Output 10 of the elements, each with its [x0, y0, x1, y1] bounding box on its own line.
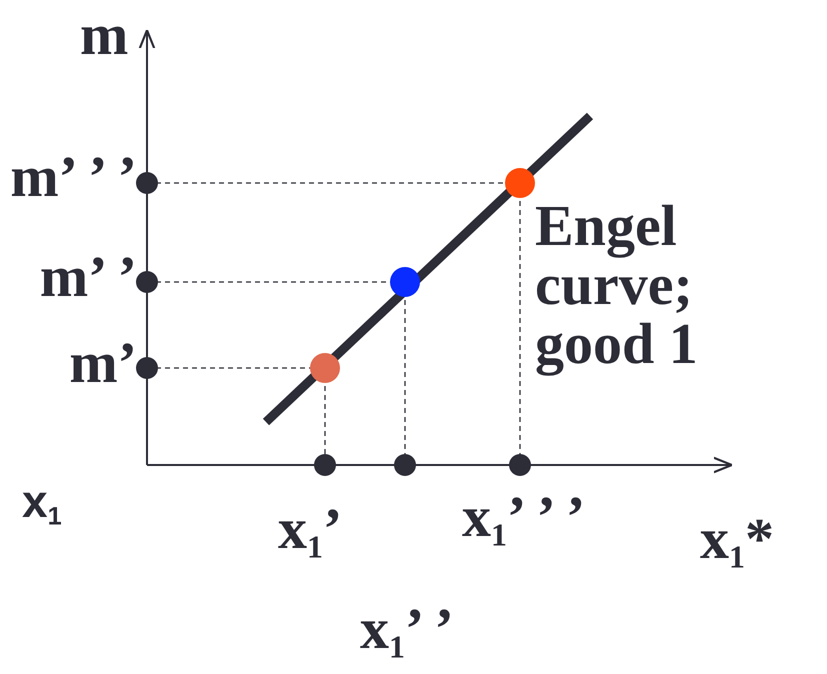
- point-label: m’ ’ ’: [10, 148, 137, 206]
- curve-label: Engel curve; good 1: [535, 196, 699, 374]
- point-label: m’: [69, 334, 137, 392]
- point-label: x$_{1}$’ ’ ’: [462, 488, 586, 552]
- axis-label: x$_{1}$: [22, 478, 62, 530]
- axis-label: m: [80, 6, 128, 64]
- point-label: m’ ’: [40, 248, 137, 306]
- axis-label: x$_{1}$*: [700, 510, 774, 574]
- point-label: x$_{1}$’: [278, 500, 342, 564]
- point-label: x$_{1}$’ ’: [360, 600, 454, 664]
